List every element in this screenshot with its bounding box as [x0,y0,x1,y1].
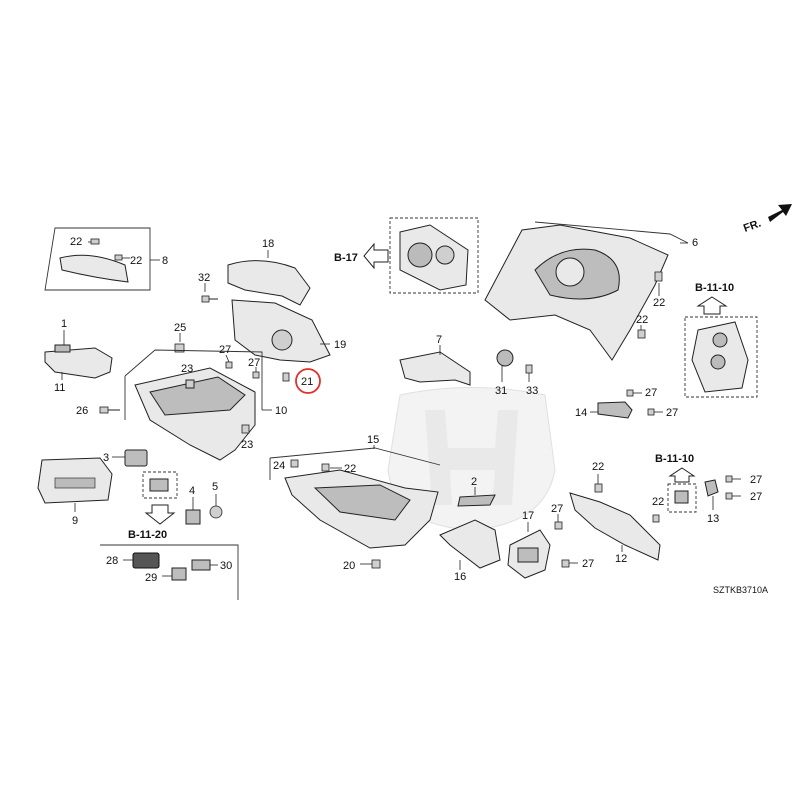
label-part-18: 18 [262,238,274,250]
label-part-11: 11 [54,382,65,394]
label-part-13: 13 [707,513,719,525]
label-part-19: 19 [334,339,346,351]
reference-b-17: B-17 [334,252,358,264]
label-part-14: 14 [575,407,587,419]
drawing-code: SZTKB3710A [713,585,768,595]
label-part-27: 27 [666,407,678,419]
label-part-22: 22 [592,461,604,473]
b-11-20-reference: B-11-20 [128,471,178,541]
label-part-27: 27 [750,474,762,486]
label-part-26: 26 [76,405,88,417]
label-part-9: 9 [72,515,78,527]
label-part-28: 28 [106,555,118,567]
label-part-7: 7 [436,334,442,346]
part-4-and-5 [185,494,223,525]
b-11-10-reference-lower: B-11-10 [652,453,741,523]
part-14-connector [590,389,663,419]
part-9-panel [37,457,113,512]
label-part-30: 30 [220,560,232,572]
label-part-27: 27 [582,558,594,570]
part-3-switch [112,449,148,467]
label-part-32: 32 [198,272,210,284]
part-27-fasteners-left [225,354,260,379]
part-8-assembly [44,227,160,291]
reference-b-11-10-lower: B-11-10 [655,453,694,465]
part-7-bracket [399,345,471,386]
label-part-23: 23 [241,439,253,451]
part-17-pocket [507,514,578,579]
label-part-27: 27 [551,503,563,515]
label-part-29: 29 [145,572,157,584]
front-label: FR. [742,217,763,234]
label-part-1: 1 [61,318,67,330]
part-32-screw [201,283,218,303]
label-part-23: 23 [181,363,193,375]
label-part-4: 4 [189,485,195,497]
label-part-2: 2 [471,476,477,488]
label-part-22: 22 [636,314,648,326]
part-22-fasteners-right [594,271,663,493]
label-part-3: 3 [103,452,109,464]
label-part-21: 21 [301,376,313,388]
label-part-16: 16 [454,571,466,583]
part-16-cover [439,519,501,570]
label-part-27: 27 [645,387,657,399]
label-part-22: 22 [344,463,356,475]
front-direction-arrow: FR. [742,204,792,235]
label-part-8: 8 [162,255,168,267]
part-28-29-30-group [100,544,239,600]
label-part-25: 25 [174,322,186,334]
highlight-circle [295,368,321,394]
label-part-10: 10 [275,405,287,417]
part-2-pad [457,487,496,507]
label-part-5: 5 [212,481,218,493]
part-6-dashboard-panel [484,221,689,361]
part-12-side-panel [569,492,661,561]
part-11-garnish [44,330,113,380]
part-25-clip [174,333,185,353]
part-21-clip [282,368,321,394]
part-labels: 22 22 8 18 32 1 25 19 27 27 23 21 11 26 … [54,236,762,584]
part-10-glove-box [99,349,272,461]
label-part-22: 22 [70,236,82,248]
b-17-reference: B-17 [334,217,479,294]
label-part-17: 17 [522,510,534,522]
label-part-22: 22 [130,255,142,267]
label-part-15: 15 [367,434,379,446]
label-part-12: 12 [615,553,627,565]
label-part-27: 27 [248,357,260,369]
part-18-19-column-cover [227,250,331,363]
label-part-27: 27 [219,344,231,356]
label-part-22: 22 [652,496,664,508]
label-part-20: 20 [343,560,355,572]
reference-b-11-10-top: B-11-10 [695,282,734,294]
label-part-6: 6 [692,237,698,249]
label-part-27: 27 [750,491,762,503]
label-part-24: 24 [273,460,285,472]
label-part-31: 31 [495,385,507,397]
b-11-10-reference-top: B-11-10 [684,282,758,398]
part-31-33 [496,349,533,382]
part-15-under-cover [269,445,441,569]
reference-b-11-20: B-11-20 [128,529,167,541]
label-part-33: 33 [526,385,538,397]
label-part-22: 22 [653,297,665,309]
